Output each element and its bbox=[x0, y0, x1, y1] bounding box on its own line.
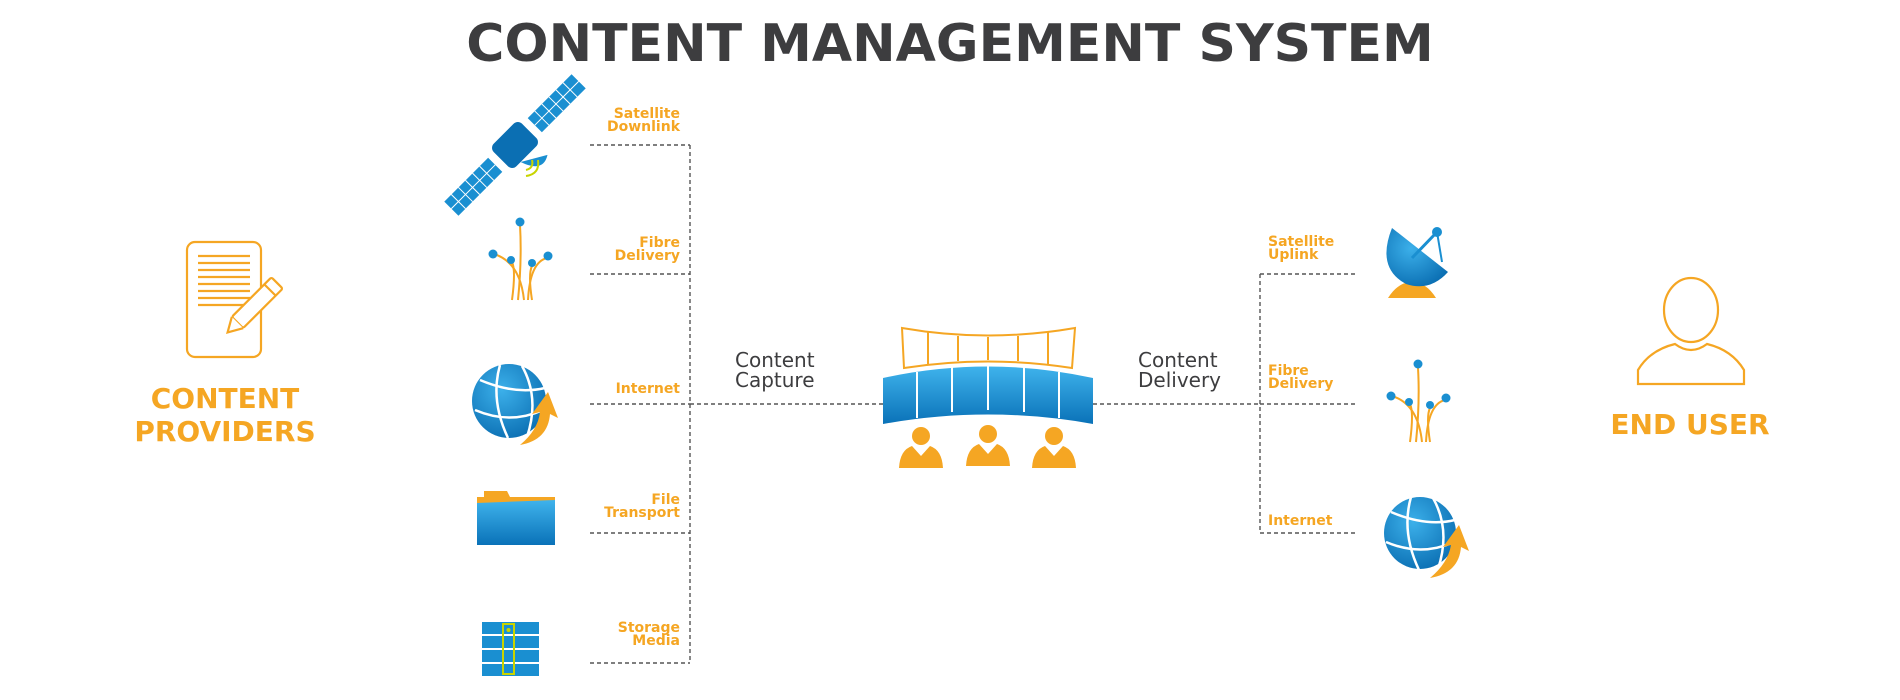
content-providers-line1: CONTENT bbox=[150, 382, 300, 415]
satellite-dish-icon bbox=[1386, 227, 1448, 298]
end-user-label: END USER bbox=[1610, 408, 1770, 441]
content-delivery-line2: Delivery bbox=[1138, 368, 1222, 392]
content-capture-line2: Capture bbox=[735, 368, 815, 392]
content-providers-line2: PROVIDERS bbox=[134, 415, 316, 448]
content-capture-label: Content Capture bbox=[735, 350, 815, 390]
source-label-file-transport: File Transport bbox=[604, 492, 680, 521]
document-pencil-icon bbox=[185, 240, 283, 359]
content-capture-line1: Content bbox=[735, 348, 815, 372]
user-icon bbox=[1636, 276, 1746, 386]
globe-icon-output bbox=[1384, 496, 1469, 578]
fibre-icon-source bbox=[488, 217, 553, 301]
globe-icon-source bbox=[472, 364, 558, 445]
cms-hub-icon bbox=[883, 326, 1093, 468]
fibre-icon-output bbox=[1386, 359, 1451, 443]
folder-icon bbox=[477, 491, 555, 545]
source-connector-lines bbox=[590, 144, 885, 664]
content-delivery-label: Content Delivery bbox=[1138, 350, 1221, 390]
satellite-icon bbox=[444, 74, 586, 216]
output-label-fibre-delivery: Fibre Delivery bbox=[1268, 363, 1334, 392]
source-label-internet: Internet bbox=[615, 381, 680, 397]
output-connector-lines bbox=[1093, 273, 1357, 534]
content-providers-label: CONTENT PROVIDERS bbox=[120, 382, 330, 448]
source-label-satellite-downlink: Satellite Downlink bbox=[606, 106, 680, 135]
storage-icon bbox=[482, 622, 539, 676]
source-label-fibre-delivery: Fibre Delivery bbox=[614, 235, 680, 264]
page-title: CONTENT MANAGEMENT SYSTEM bbox=[466, 14, 1434, 74]
output-label-internet: Internet bbox=[1268, 513, 1333, 529]
content-delivery-line1: Content bbox=[1138, 348, 1218, 372]
output-label-satellite-uplink: Satellite Uplink bbox=[1268, 234, 1335, 263]
source-label-storage-media: Storage Media bbox=[617, 620, 680, 649]
